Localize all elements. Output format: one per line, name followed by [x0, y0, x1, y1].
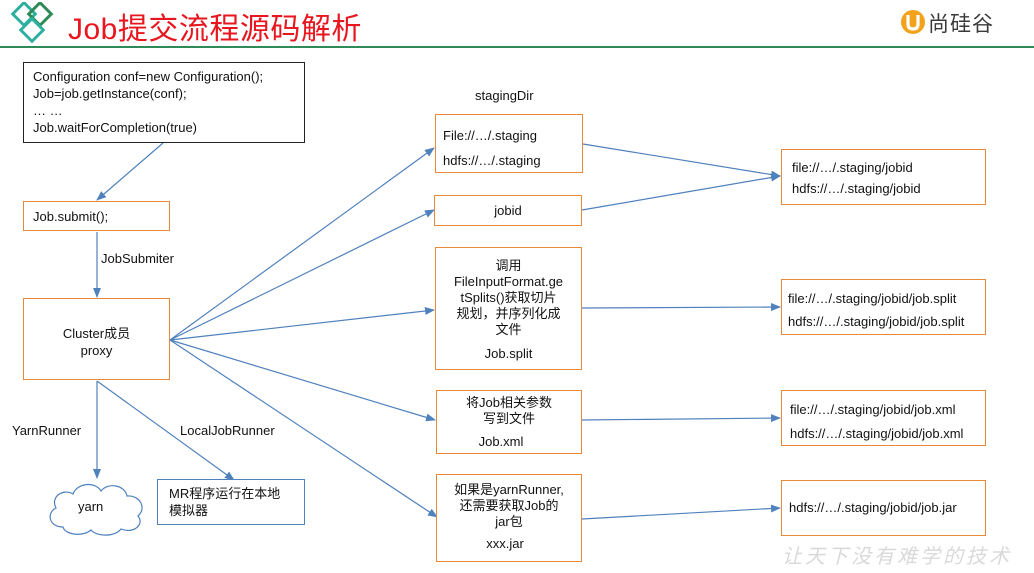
result-jar-hdfs: hdfs://…/.staging/jobid/job.jar — [789, 500, 957, 515]
split-line5: 文件 — [495, 322, 522, 337]
submit-box: Job.submit(); — [23, 201, 170, 231]
result-jobid-box: file://…/.staging/jobid hdfs://…/.stagin… — [781, 149, 986, 205]
arrow-split-to-result — [581, 303, 781, 312]
arrow-jobid-to-result — [581, 173, 781, 211]
localjobrunner-label: LocalJobRunner — [180, 423, 275, 438]
jobsubmiter-label: JobSubmiter — [101, 251, 174, 266]
xml-filename: Job.xml — [478, 434, 524, 449]
code-line-waitforcompletion: Job.waitForCompletion(true) — [33, 120, 198, 135]
result-split-box: file://…/.staging/jobid/job.split hdfs:/… — [781, 279, 986, 335]
brand-name: 尚硅谷 — [928, 13, 994, 36]
split-line2: FileInputFormat.ge — [453, 274, 564, 289]
split-box: 调用 FileInputFormat.ge tSplits()获取切片 规划，并… — [435, 247, 582, 370]
proxy-text: proxy — [80, 343, 113, 358]
staging-box: File://…/.staging hdfs://…/.staging — [435, 114, 583, 173]
code-line-config: Configuration conf=new Configuration(); — [33, 69, 264, 84]
u-logo-icon — [901, 10, 925, 34]
split-line1: 调用 — [495, 258, 522, 273]
stagingdir-label: stagingDir — [475, 88, 534, 103]
result-xml-file: file://…/.staging/jobid/job.xml — [790, 402, 956, 417]
jar-box: 如果是yarnRunner, 还需要获取Job的 jar包 xxx.jar — [436, 474, 582, 562]
yarn-text: yarn — [78, 499, 104, 514]
xml-box: 将Job相关参数 写到文件 Job.xml — [436, 390, 582, 454]
jar-line3: jar包 — [495, 514, 523, 529]
arrow-cluster-to-mr — [96, 380, 235, 481]
cluster-text: Cluster成员 — [62, 326, 131, 341]
split-line3: tSplits()获取切片 — [460, 290, 557, 305]
yarnrunner-label: YarnRunner — [12, 423, 82, 438]
code-line-ellipsis: … … — [33, 103, 63, 118]
staging-file: File://…/.staging — [443, 128, 537, 143]
jobid-box: jobid — [434, 195, 582, 226]
result-split-file: file://…/.staging/jobid/job.split — [788, 291, 957, 306]
xml-line2: 写到文件 — [482, 411, 535, 426]
result-jobid-file: file://…/.staging/jobid — [792, 160, 913, 175]
result-split-hdfs: hdfs://…/.staging/jobid/job.split — [788, 314, 965, 329]
staging-hdfs: hdfs://…/.staging — [443, 153, 541, 168]
result-xml-box: file://…/.staging/jobid/job.xml hdfs://…… — [781, 390, 986, 446]
mr-line1: MR程序运行在本地 — [169, 486, 281, 501]
mr-line2: 模拟器 — [169, 503, 209, 518]
arrow-staging-to-result — [582, 143, 781, 179]
header-divider — [0, 46, 1034, 48]
code-box: Configuration conf=new Configuration(); … — [23, 62, 305, 143]
arrow-jar-to-result — [581, 504, 781, 520]
code-line-getinstance: Job=job.getInstance(conf); — [33, 86, 187, 101]
arrow-cluster-to-split — [169, 307, 435, 341]
arrow-cluster-to-xml — [169, 339, 436, 422]
arrow-xml-to-result — [581, 414, 781, 423]
diamond-logo-icon — [10, 2, 54, 44]
yarn-cloud-icon — [49, 484, 143, 536]
arrow-cluster-to-jobid — [169, 209, 435, 341]
split-filename: Job.split — [484, 346, 533, 361]
jar-line2: 还需要获取Job的 — [459, 498, 559, 513]
mr-local-box: MR程序运行在本地 模拟器 — [157, 479, 305, 525]
submit-text: Job.submit(); — [33, 209, 109, 224]
jar-line1: 如果是yarnRunner, — [454, 482, 564, 497]
watermark-slogan: 让天下没有难学的技术 — [782, 544, 1012, 568]
arrow-cluster-to-jar — [169, 339, 438, 518]
arrow-code-to-submit — [96, 142, 164, 201]
jobid-text: jobid — [494, 203, 522, 218]
page-title: Job提交流程源码解析 — [68, 13, 362, 46]
result-jobid-hdfs: hdfs://…/.staging/jobid — [792, 181, 921, 196]
xml-line1: 将Job相关参数 — [466, 395, 552, 410]
jar-filename: xxx.jar — [486, 536, 524, 551]
cluster-box: Cluster成员 proxy — [23, 298, 170, 380]
arrow-cluster-to-staging — [169, 147, 435, 341]
result-xml-hdfs: hdfs://…/.staging/jobid/job.xml — [790, 426, 964, 441]
split-line4: 规划，并序列化成 — [456, 306, 561, 321]
result-jar-box: hdfs://…/.staging/jobid/job.jar — [781, 480, 986, 536]
